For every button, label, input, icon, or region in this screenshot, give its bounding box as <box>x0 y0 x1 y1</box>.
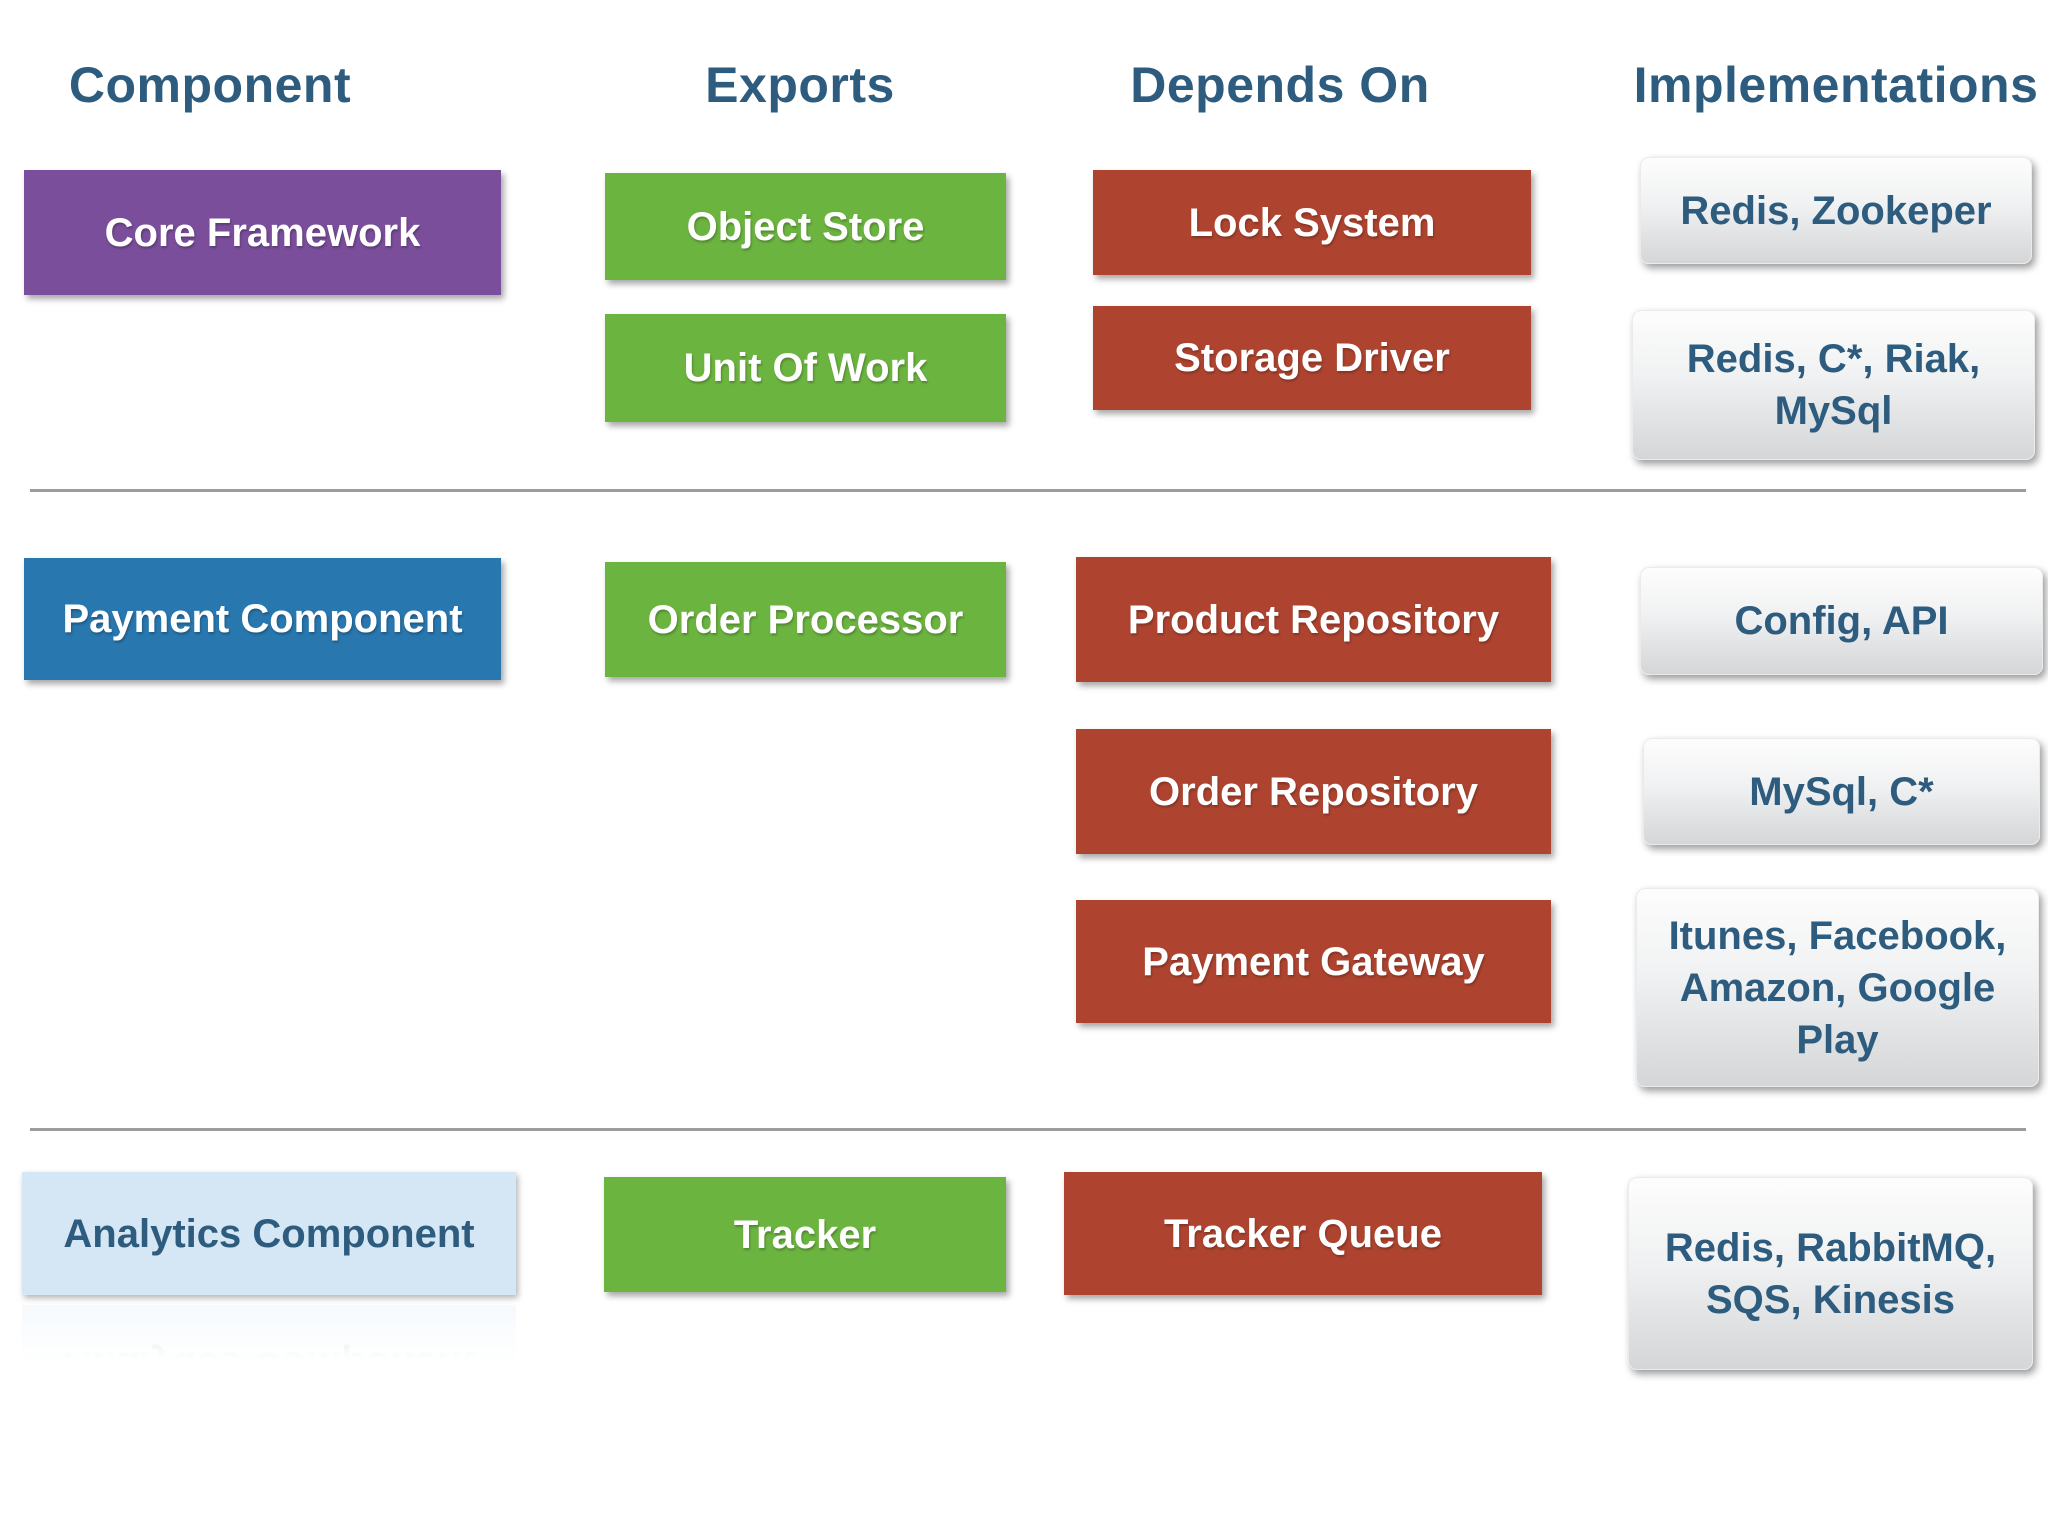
implementations-box-itunes-facebook-amazon-googleplay: Itunes, Facebook, Amazon, Google Play <box>1636 888 2039 1087</box>
depends-on-box-product-repository: Product Repository <box>1076 557 1551 682</box>
box-label: Product Repository <box>1127 597 1500 642</box>
depends-on-box-payment-gateway: Payment Gateway <box>1076 900 1551 1023</box>
implementations-box-redis-rabbitmq-sqs-kinesis: Redis, RabbitMQ, SQS, Kinesis <box>1628 1177 2033 1370</box>
component-box-core-framework: Core Framework <box>24 170 501 295</box>
exports-box-order-processor: Order Processor <box>605 562 1006 677</box>
box-label: Core Framework <box>104 210 421 255</box>
row-divider <box>30 489 2026 492</box>
box-label: Itunes, Facebook, Amazon, Google Play <box>1668 913 2007 1062</box>
box-label: Payment Component <box>62 597 463 641</box>
implementations-box-mysql-c: MySql, C* <box>1643 738 2040 845</box>
box-label: Redis, RabbitMQ, SQS, Kinesis <box>1664 1225 1997 1322</box>
column-header-implementations: Implementations <box>1633 57 2039 113</box>
depends-on-box-storage-driver: Storage Driver <box>1093 306 1531 410</box>
box-label: MySql, C* <box>1749 769 1934 814</box>
implementations-box-redis-c-riak-mysql: Redis, C*, Riak, MySql <box>1632 310 2035 460</box>
row-divider <box>30 1128 2026 1131</box>
implementations-box-config-api: Config, API <box>1640 567 2043 675</box>
exports-box-tracker: Tracker <box>604 1177 1006 1292</box>
column-header-depends-on: Depends On <box>1130 57 1430 113</box>
box-label: Analytics Component <box>63 1211 475 1256</box>
box-label: Order Processor <box>647 597 964 642</box>
component-box-analytics-component: Analytics Component <box>22 1172 516 1295</box>
box-label: Tracker Queue <box>1164 1211 1442 1256</box>
box-label: Unit Of Work <box>683 346 928 390</box>
box-label: Object Store <box>686 204 925 249</box>
column-header-exports: Exports <box>705 57 895 113</box>
box-label: Config, API <box>1734 599 1949 643</box>
depends-on-box-lock-system: Lock System <box>1093 170 1531 275</box>
box-label: Redis, C*, Riak, MySql <box>1686 337 1981 433</box>
component-box-payment-component: Payment Component <box>24 558 501 680</box>
column-header-component: Component <box>68 57 352 113</box>
box-label: Order Repository <box>1149 769 1478 814</box>
implementations-box-redis-zookeper: Redis, Zookeper <box>1640 157 2032 264</box>
box-label: Storage Driver <box>1174 336 1450 380</box>
depends-on-box-tracker-queue: Tracker Queue <box>1064 1172 1542 1295</box>
exports-box-object-store: Object Store <box>605 173 1006 280</box>
exports-box-unit-of-work: Unit Of Work <box>605 314 1006 422</box>
depends-on-box-order-repository: Order Repository <box>1076 729 1551 854</box>
box-label: Lock System <box>1188 200 1436 245</box>
box-label: Redis, Zookeper <box>1680 188 1992 233</box>
box-label: Tracker <box>733 1212 877 1257</box>
box-label: Payment Gateway <box>1142 939 1485 984</box>
